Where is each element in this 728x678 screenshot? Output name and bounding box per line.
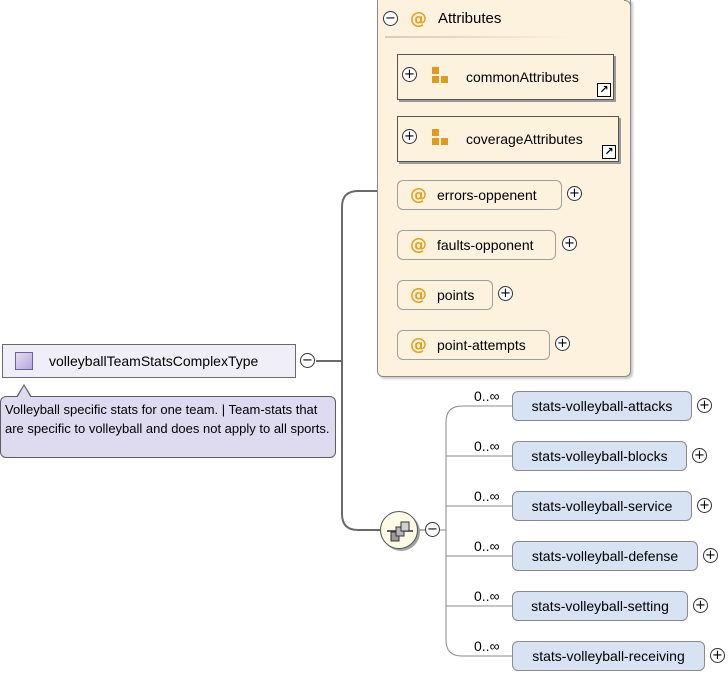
attribute-label: errors-oppenent xyxy=(437,187,537,203)
attribute-group-label: coverageAttributes xyxy=(466,131,583,147)
sequence-compositor[interactable] xyxy=(380,511,418,549)
cardinality-label: 0..∞ xyxy=(474,438,500,454)
expand-stats-volleyball-defense-toggle[interactable]: + xyxy=(703,548,718,563)
expand-common-attributes-toggle[interactable]: + xyxy=(402,67,417,82)
complex-type-icon xyxy=(15,352,33,370)
attribute-group-label: commonAttributes xyxy=(466,69,579,85)
element-label: stats-volleyball-attacks xyxy=(531,398,673,414)
element-label: stats-volleyball-defense xyxy=(531,548,679,564)
expand-point-attempts-toggle[interactable]: + xyxy=(555,336,570,351)
collapse-sequence-toggle[interactable]: − xyxy=(425,522,440,537)
expand-errors-oppenent-toggle[interactable]: + xyxy=(567,186,582,201)
element-stats-volleyball-defense[interactable]: stats-volleyball-defense xyxy=(512,541,698,571)
reference-link-icon[interactable]: ↗ xyxy=(597,83,611,97)
annotation-pointer-fill xyxy=(17,386,31,398)
attribute-group-icon xyxy=(432,129,452,149)
attributes-header-divider xyxy=(385,36,570,38)
cardinality-label: 0..∞ xyxy=(474,388,500,404)
annotation-box: Volleyball specific stats for one team. … xyxy=(0,396,336,458)
cardinality-label: 0..∞ xyxy=(474,488,500,504)
attribute-label: points xyxy=(437,287,475,303)
element-stats-volleyball-setting[interactable]: stats-volleyball-setting xyxy=(512,591,688,621)
attribute-at-icon: @ xyxy=(410,235,427,255)
cardinality-label: 0..∞ xyxy=(474,538,500,554)
collapse-attributes-toggle[interactable]: − xyxy=(383,11,398,26)
expand-stats-volleyball-service-toggle[interactable]: + xyxy=(697,498,712,513)
attribute-label: point-attempts xyxy=(437,337,526,353)
element-stats-volleyball-service[interactable]: stats-volleyball-service xyxy=(512,491,692,521)
attribute-at-icon: @ xyxy=(410,185,427,205)
attribute-at-icon: @ xyxy=(410,285,427,305)
expand-stats-volleyball-receiving-toggle[interactable]: + xyxy=(710,648,725,663)
attribute-point-attempts[interactable]: @ point-attempts xyxy=(397,330,550,360)
attributes-title: Attributes xyxy=(438,10,502,27)
expand-points-toggle[interactable]: + xyxy=(498,286,513,301)
attribute-group-coverage-attributes[interactable]: coverageAttributes ↗ xyxy=(397,116,619,162)
annotation-text: Volleyball specific stats for one team. … xyxy=(5,402,330,436)
cardinality-label: 0..∞ xyxy=(474,588,500,604)
element-label: stats-volleyball-blocks xyxy=(531,448,668,464)
complex-type-label: volleyballTeamStatsComplexType xyxy=(49,353,259,369)
attribute-faults-opponent[interactable]: @ faults-opponent xyxy=(397,230,556,260)
expand-stats-volleyball-blocks-toggle[interactable]: + xyxy=(692,448,707,463)
element-stats-volleyball-attacks[interactable]: stats-volleyball-attacks xyxy=(512,391,692,421)
expand-stats-volleyball-setting-toggle[interactable]: + xyxy=(693,598,708,613)
attribute-errors-oppenent[interactable]: @ errors-oppenent xyxy=(397,180,562,210)
expand-faults-opponent-toggle[interactable]: + xyxy=(562,236,577,251)
attributes-at-icon: @ xyxy=(410,9,427,29)
element-label: stats-volleyball-setting xyxy=(531,598,669,614)
cardinality-label: 0..∞ xyxy=(474,638,500,654)
attribute-points[interactable]: @ points xyxy=(397,280,493,310)
collapse-root-toggle[interactable]: − xyxy=(300,353,315,368)
complex-type-node[interactable]: volleyballTeamStatsComplexType xyxy=(2,344,296,378)
expand-stats-volleyball-attacks-toggle[interactable]: + xyxy=(697,398,712,413)
element-stats-volleyball-blocks[interactable]: stats-volleyball-blocks xyxy=(512,441,687,471)
expand-coverage-attributes-toggle[interactable]: + xyxy=(402,129,417,144)
element-label: stats-volleyball-service xyxy=(531,498,673,514)
reference-link-icon[interactable]: ↗ xyxy=(602,145,616,159)
attribute-at-icon: @ xyxy=(410,335,427,355)
element-stats-volleyball-receiving[interactable]: stats-volleyball-receiving xyxy=(512,641,705,671)
attribute-group-common-attributes[interactable]: commonAttributes ↗ xyxy=(397,54,614,100)
attribute-label: faults-opponent xyxy=(437,237,534,253)
element-label: stats-volleyball-receiving xyxy=(532,648,685,664)
sequence-icon xyxy=(387,521,413,542)
attribute-group-icon xyxy=(432,67,452,87)
